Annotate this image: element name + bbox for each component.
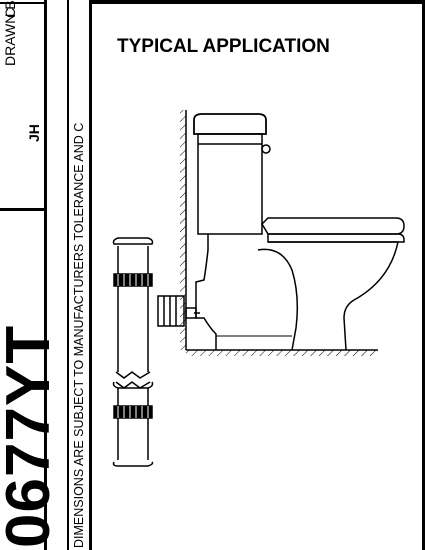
toilet-seat <box>261 217 405 243</box>
side-note-left-border <box>67 0 69 550</box>
wall <box>180 110 187 350</box>
title-block-divider-middle <box>0 208 46 211</box>
floor <box>186 349 378 356</box>
toilet-bowl <box>195 234 399 351</box>
part-number: 0677YT <box>0 324 63 548</box>
drawing-area-top-border <box>89 0 425 4</box>
drawn-by-value: JH <box>26 124 42 142</box>
drawn-by-label: DRAWN BY: <box>2 0 18 66</box>
left-panel-divider <box>44 0 47 550</box>
pan-connector <box>157 295 200 327</box>
drawing-area-left-border <box>89 0 92 550</box>
section-title: TYPICAL APPLICATION <box>117 36 330 57</box>
lower-pipe-coupling <box>113 405 153 419</box>
typical-application-illustration <box>112 110 405 467</box>
upper-pipe-coupling <box>113 273 153 287</box>
cistern <box>193 113 271 235</box>
flush-button-icon <box>261 144 271 154</box>
title-block-divider-top <box>0 2 46 4</box>
drawing-area-right-border <box>422 0 425 550</box>
soil-stack-pipe <box>112 237 154 467</box>
dimensions-disclaimer: DIMENSIONS ARE SUBJECT TO MANUFACTURERS … <box>72 122 86 548</box>
